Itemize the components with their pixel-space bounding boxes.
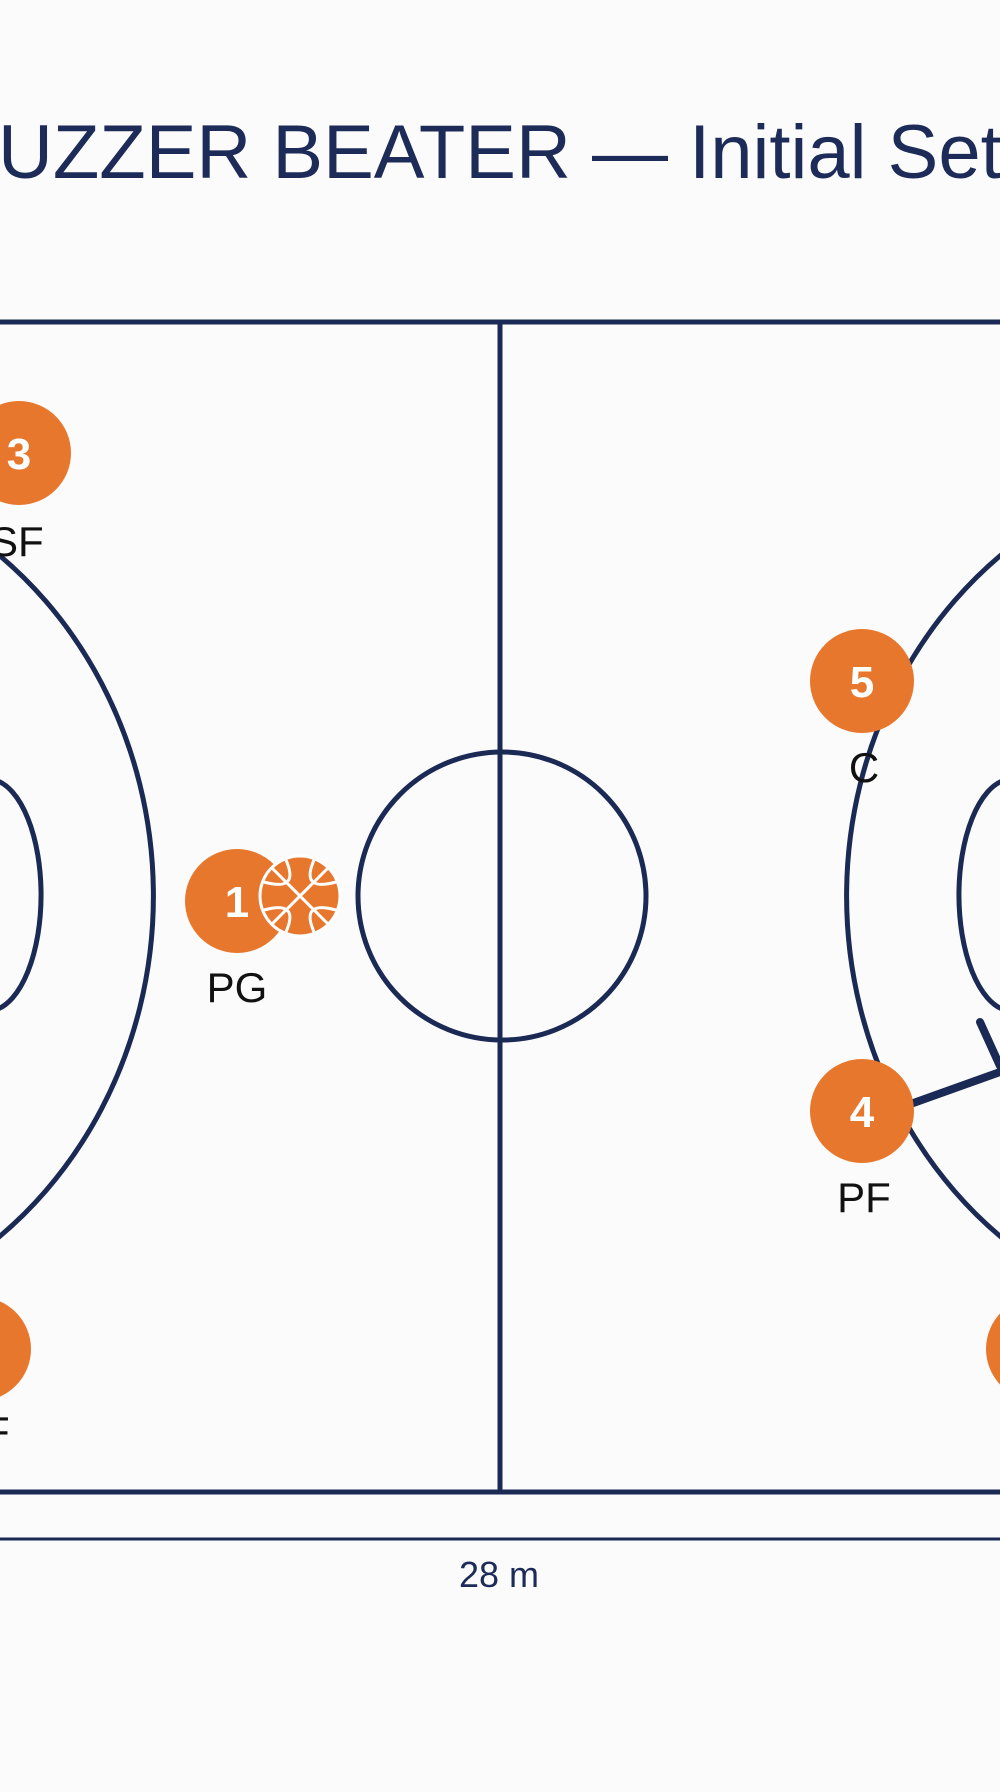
diagram-title: UZZER BEATER — Initial Setu — [0, 110, 1000, 195]
court-width-dimension: 28 m — [0, 1537, 1000, 1595]
left-three-point-arc — [0, 552, 156, 1240]
player-5-c[interactable]: 5 C — [810, 629, 914, 791]
center-circle — [355, 749, 649, 1043]
player-bottom-left-f[interactable]: F — [0, 1297, 31, 1455]
player-role: F — [0, 1408, 10, 1455]
player-role: SF — [0, 518, 44, 565]
dimension-label: 28 m — [459, 1554, 539, 1595]
player-1-pg[interactable]: 1 PG — [185, 849, 289, 1011]
player-marker — [810, 1059, 914, 1163]
screen-action-icon — [901, 1018, 1000, 1110]
player-3-sf[interactable]: 3 SF — [0, 401, 71, 565]
player-number: 5 — [850, 658, 874, 707]
player-role: C — [849, 744, 879, 791]
player-number: 1 — [225, 878, 249, 927]
player-number: 4 — [850, 1088, 875, 1137]
player-marker — [0, 401, 71, 505]
player-marker — [0, 1301, 31, 1397]
player-marker — [986, 1313, 1000, 1385]
right-free-throw-circle — [956, 779, 1000, 1011]
player-number: 3 — [7, 430, 31, 479]
basketball-icon — [258, 854, 342, 938]
right-three-point-arc — [844, 552, 1000, 1240]
player-role: PF — [837, 1174, 891, 1221]
left-free-throw-circle — [0, 779, 44, 1011]
player-role: PG — [207, 964, 268, 1011]
player-bottom-right[interactable] — [986, 1297, 1000, 1401]
player-marker — [810, 629, 914, 733]
player-marker — [185, 849, 289, 953]
player-4-pf[interactable]: 4 PF — [810, 1059, 914, 1221]
court — [0, 319, 1000, 1495]
